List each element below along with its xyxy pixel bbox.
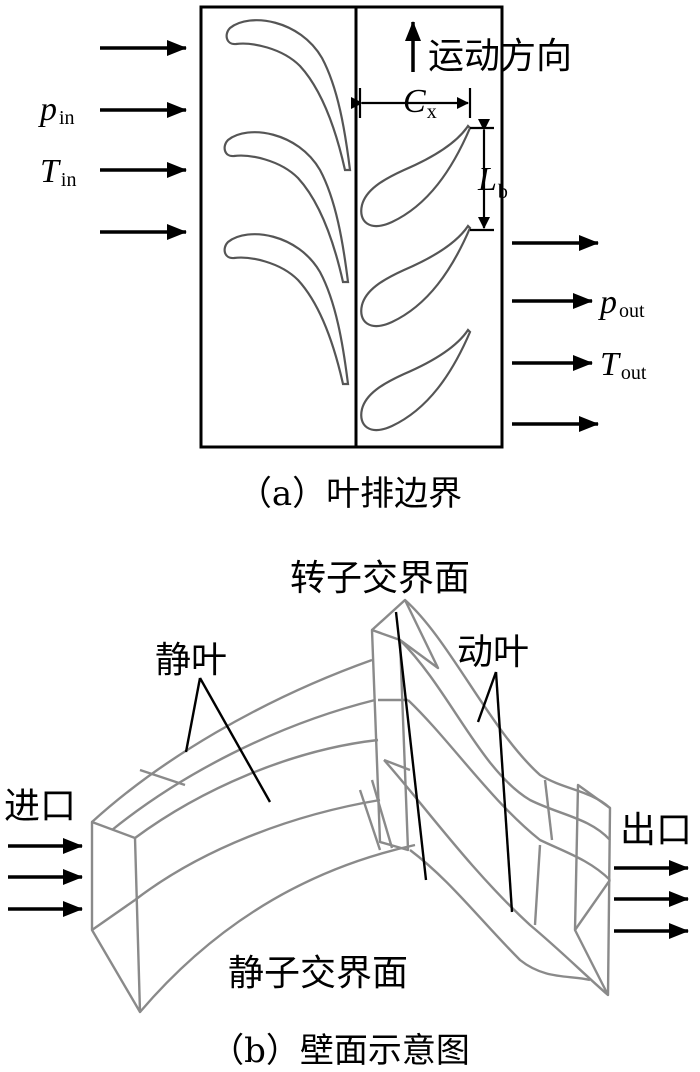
panel-b: 转子交界面 静叶 动叶 进口 出口 静子交界面 （b）壁面示意图 xyxy=(4,558,692,1071)
rotor-interface-leader xyxy=(394,611,428,881)
cx-label: Cx xyxy=(403,83,437,123)
stator-domain-box xyxy=(199,5,358,449)
outlet-face xyxy=(573,783,612,997)
rotor-top-1 xyxy=(404,599,611,809)
rotor-domain-box xyxy=(354,5,504,449)
interface-low xyxy=(383,758,411,772)
outlet-label: 出口 xyxy=(620,810,692,851)
rotor-blade-2 xyxy=(360,224,472,328)
stator-blade-label: 静叶 xyxy=(155,640,227,681)
stator-side-1 xyxy=(370,779,394,849)
lb-label: Lb xyxy=(477,161,508,203)
stator-inlet-diag xyxy=(91,899,136,931)
stator-top-mid xyxy=(111,698,376,831)
rotor-cross-1 xyxy=(543,779,554,841)
inlet-label: 进口 xyxy=(4,786,76,827)
stator-blade-leader-2 xyxy=(198,677,272,803)
rotor-passage xyxy=(383,599,612,997)
stator-bottom-inner xyxy=(134,798,381,901)
rotor-top-2 xyxy=(399,639,611,841)
stator-top-outer xyxy=(91,658,373,823)
stator-side-2 xyxy=(358,789,382,851)
rotor-interface-label: 转子交界面 xyxy=(290,558,470,599)
interface-top xyxy=(371,598,440,670)
motion-direction-label: 运动方向 xyxy=(428,36,572,77)
rotor-blade-1 xyxy=(360,124,472,228)
stator-cross-1 xyxy=(139,768,186,787)
interface-column xyxy=(370,598,440,852)
rotor-bottom-2 xyxy=(409,849,591,982)
stator-blade-2 xyxy=(223,131,350,284)
rotor-blade-leader-1 xyxy=(476,671,498,723)
caption-b: （b）壁面示意图 xyxy=(210,1031,470,1071)
stator-blade-3 xyxy=(223,233,350,386)
stator-bottom-outer xyxy=(139,843,416,1013)
stator-interface-label: 静子交界面 xyxy=(228,953,408,994)
outlet-diag xyxy=(574,879,611,931)
rotor-blade-label: 动叶 xyxy=(457,632,529,673)
inlet-face xyxy=(90,820,142,1014)
rotor-cross-2 xyxy=(533,844,542,926)
caption-a: （a）叶排边界 xyxy=(238,474,462,514)
interface-front xyxy=(370,628,410,852)
stator-passage xyxy=(90,658,416,1014)
stator-blade-1 xyxy=(225,19,352,172)
rotor-blade-3 xyxy=(360,328,472,432)
stator-top-inner xyxy=(134,738,379,839)
rotor-mid-1 xyxy=(407,699,611,881)
rotor-blade-leader-2 xyxy=(494,671,514,913)
stator-blade-leader-1 xyxy=(184,677,202,753)
